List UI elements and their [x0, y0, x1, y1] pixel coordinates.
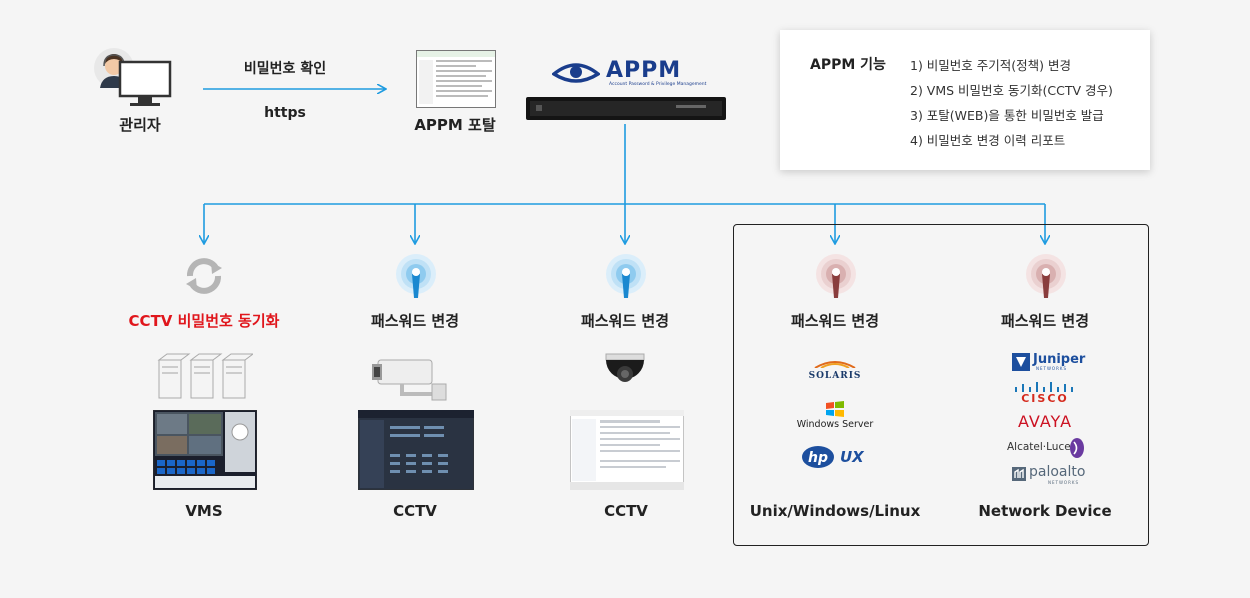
paloalto-logo: paloalto NETWORKS: [1012, 464, 1092, 488]
hp-circle-icon: hp: [802, 446, 834, 468]
eye-icon: [552, 63, 600, 83]
device-label: CCTV: [393, 502, 437, 520]
feature-item: 1) 비밀번호 주기적(정책) 변경: [910, 58, 1072, 73]
portal-label: APPM 포탈: [414, 116, 496, 134]
cisco-text: CISCO: [1021, 392, 1069, 405]
https-label: https: [264, 105, 306, 121]
vms-screenshot: [152, 409, 258, 494]
hpux-logo: hp UX: [800, 444, 880, 470]
paloalto-subtext: NETWORKS: [1048, 480, 1080, 485]
cctv-sync-label: CCTV 비밀번호 동기화: [128, 312, 280, 330]
appm-brand-name: APPM: [606, 58, 682, 83]
appm-server: [526, 97, 726, 124]
cctv-web-screenshot: [569, 409, 685, 494]
feature-item: 3) 포탈(WEB)을 통한 비밀번호 발급: [910, 108, 1104, 123]
solaris-text: solaris: [808, 367, 862, 382]
dome-camera-icon: [602, 352, 648, 406]
cisco-logo: CISCO: [1005, 381, 1085, 405]
cctv-software-screenshot: [357, 409, 475, 494]
device-label: VMS: [185, 502, 223, 520]
hpux-text: UX: [840, 448, 864, 466]
paloalto-mark-icon: [1012, 467, 1026, 481]
juniper-text: Juniper: [1033, 352, 1086, 367]
password-change-label: 패스워드 변경: [1000, 312, 1090, 330]
alcatel-lucent-logo: Alcatel·Lucent: [1007, 437, 1097, 459]
appm-tagline: Account Password & Privilege Management: [609, 82, 707, 87]
signal-icon: [604, 254, 648, 304]
signal-icon: [814, 254, 858, 304]
admin-icon: [94, 48, 174, 110]
portal-screenshot: [416, 50, 496, 112]
server-rack-icon: [157, 352, 255, 404]
sun-rays-icon: [814, 361, 856, 368]
feature-item: 4) 비밀번호 변경 이력 리포트: [910, 133, 1066, 148]
device-label: Unix/Windows/Linux: [749, 502, 921, 520]
appm-logo: APPM Account Password & Privilege Manage…: [552, 58, 706, 90]
signal-icon: [1024, 254, 1068, 304]
solaris-logo: solaris: [785, 360, 885, 382]
managed-systems-group: [733, 224, 1149, 546]
windows-server-logo: Windows Server: [785, 400, 885, 430]
password-change-label: 패스워드 변경: [580, 312, 670, 330]
device-label: CCTV: [604, 502, 648, 520]
juniper-logo: Juniper NETWORKS: [1012, 352, 1092, 372]
juniper-mark-icon: [1012, 353, 1030, 371]
alcatel-swirl-icon: [1070, 438, 1084, 458]
alcatel-lucent-text: Alcatel·Lucent: [1007, 441, 1082, 453]
password-change-label: 패스워드 변경: [790, 312, 880, 330]
sync-icon: [182, 254, 226, 302]
paloalto-text: paloalto: [1029, 464, 1086, 480]
features-panel: APPM 기능 1) 비밀번호 주기적(정책) 변경 2) VMS 비밀번호 동…: [780, 30, 1150, 170]
admin-label: 관리자: [119, 116, 161, 134]
features-title: APPM 기능: [810, 57, 886, 73]
signal-icon: [394, 254, 438, 304]
feature-item: 2) VMS 비밀번호 동기화(CCTV 경우): [910, 83, 1113, 98]
cisco-bars-icon: [1015, 382, 1073, 392]
password-change-label: 패스워드 변경: [370, 312, 460, 330]
cctv-camera-icon: [372, 352, 458, 406]
windows-server-text: Windows Server: [796, 419, 874, 430]
avaya-logo: AVAYA: [1017, 412, 1073, 431]
svg-text:hp: hp: [808, 450, 828, 466]
verify-password-label: 비밀번호 확인: [243, 61, 327, 77]
device-label: Network Device: [978, 502, 1112, 520]
windows-flag-icon: [826, 401, 844, 417]
juniper-subtext: NETWORKS: [1036, 366, 1068, 371]
